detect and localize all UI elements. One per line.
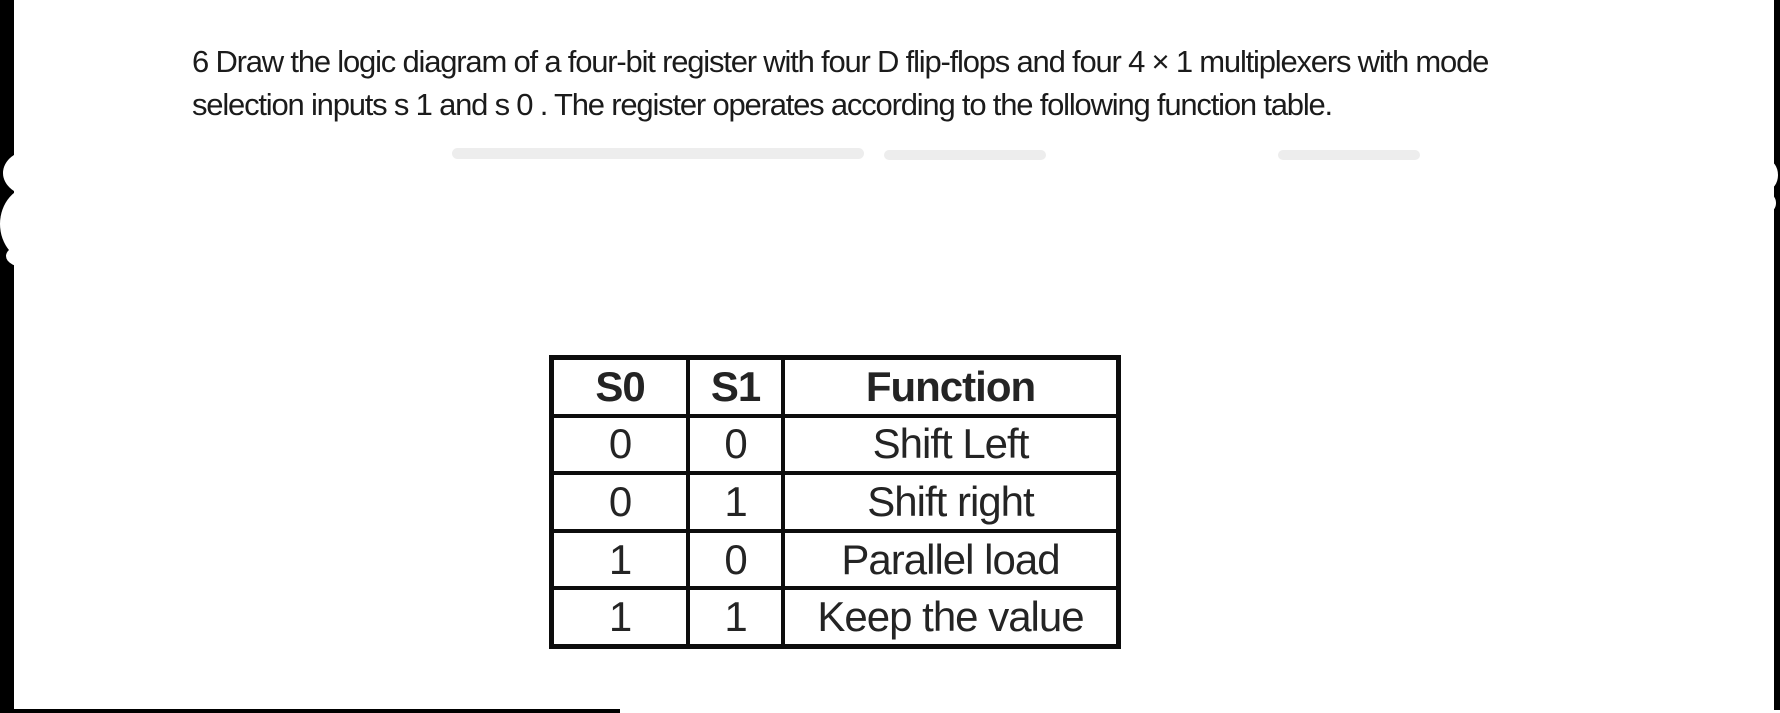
table-cell: 1 xyxy=(554,590,686,644)
right-edge-notch xyxy=(1756,160,1778,190)
table-cell: Keep the value xyxy=(785,590,1116,644)
table-cell: Shift Left xyxy=(785,417,1116,472)
table-cell: 0 xyxy=(690,532,781,587)
table-header-s1: S1 xyxy=(690,360,781,414)
erased-highlight-smudge xyxy=(884,150,1046,160)
bottom-scan-edge-bar xyxy=(0,709,620,713)
table-cell: 0 xyxy=(690,417,781,472)
table-cell: Parallel load xyxy=(785,532,1116,587)
question-line-2: selection inputs s 1 and s 0 . The regis… xyxy=(192,87,1333,122)
table-header-s0: S0 xyxy=(554,360,686,414)
erased-highlight-smudge xyxy=(452,148,864,159)
left-edge-notch xyxy=(6,244,50,268)
erased-highlight-smudge xyxy=(1278,150,1420,160)
table-cell: Shift right xyxy=(785,475,1116,529)
table-cell: 1 xyxy=(690,475,781,529)
table-header-function: Function xyxy=(785,360,1116,414)
left-scan-edge-bar xyxy=(0,0,14,713)
table-cell: 1 xyxy=(690,590,781,644)
table-cell: 1 xyxy=(554,532,686,587)
function-table: S0 S1 Function 0 0 Shift Left 0 1 Shift … xyxy=(549,355,1121,649)
question-line-1: 6 Draw the logic diagram of a four-bit r… xyxy=(192,44,1489,79)
table-cell: 0 xyxy=(554,475,686,529)
question-text: 6 Draw the logic diagram of a four-bit r… xyxy=(192,40,1632,126)
table-cell: 0 xyxy=(554,417,686,472)
right-scan-edge-bar xyxy=(1774,0,1780,710)
right-edge-notch xyxy=(1762,194,1776,212)
